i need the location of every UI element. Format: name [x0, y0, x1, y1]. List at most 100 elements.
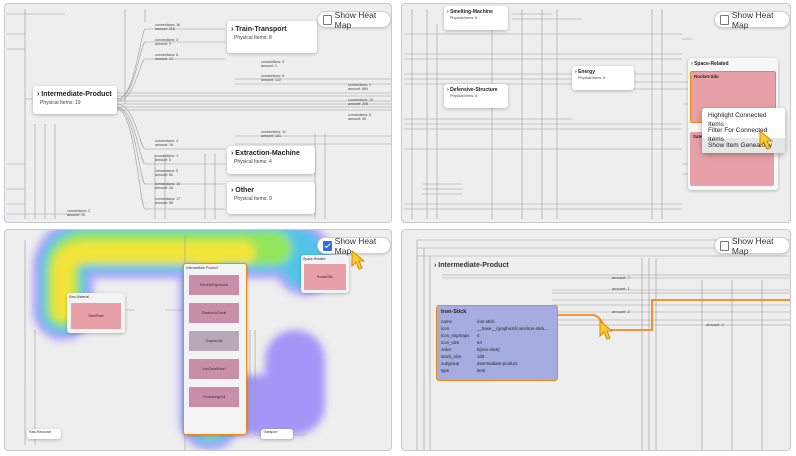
- edge-label: amount: 2: [706, 322, 724, 327]
- node-title: Raw-Resource: [29, 430, 52, 434]
- property-value: iron-stick: [477, 319, 495, 324]
- wires: [404, 9, 692, 219]
- property-value: b[iron-stick]: [477, 347, 500, 352]
- card-title: Iron-Stick: [441, 309, 467, 315]
- group-title: Space-Related: [694, 61, 729, 67]
- group-space-related[interactable]: Space-Related RocketSilo: [301, 255, 349, 293]
- property-row: icon __base__/graphics/icons/iron-stick..…: [441, 325, 553, 332]
- card-title: IronGearWheel: [202, 367, 226, 371]
- group-title: Intermediate-Product: [438, 262, 509, 269]
- property-key: icon: [441, 326, 450, 331]
- property-value: 4: [477, 333, 480, 338]
- card-title: ElectronicCircuit: [201, 311, 227, 315]
- group-title: Intermediate-Product: [186, 266, 218, 270]
- heatmap-label: Show Heat Map: [731, 235, 774, 256]
- panel-category-graph: Show Heat Map › Intermediate-Product Phy…: [4, 3, 392, 223]
- menu-filter-connected[interactable]: Filter For Connected Items: [708, 127, 768, 143]
- property-key: type: [441, 368, 450, 373]
- card-rocket-silo[interactable]: RocketSilo: [304, 264, 346, 290]
- property-row: name iron-stick: [441, 318, 553, 325]
- node-other[interactable]: › Other Physical Items: 9: [227, 182, 315, 214]
- card-iron-stick[interactable]: Iron-Stick name iron-stick icon __base__/gr…: [436, 305, 558, 381]
- card-title: ElectricEngineUnit: [200, 283, 228, 287]
- node-train-transport[interactable]: › Train-Transport Physical Items: 8: [227, 21, 317, 53]
- node-title: Defensive-Structure: [450, 87, 498, 93]
- edge-label: amount: 1: [612, 286, 630, 291]
- node-title: Intermediate-Product: [41, 91, 112, 98]
- card-title: SteelPlate: [88, 314, 104, 318]
- node-sub: Physical Items: 8: [578, 76, 606, 80]
- node-intermediate-product[interactable]: › Intermediate-Product Physical Items: 1…: [33, 86, 117, 114]
- node-title: Energy: [578, 69, 596, 75]
- node-sub: Physical Items: 8: [450, 94, 478, 98]
- heatmap-toggle[interactable]: Show Heat Map: [317, 235, 391, 256]
- heatmap-toggle[interactable]: Show Heat Map: [714, 235, 790, 256]
- card-engine-unit[interactable]: EngineUnit: [189, 331, 239, 351]
- node-sub: Physical Items: 8: [234, 35, 272, 41]
- card-title: RocketSilo: [316, 275, 334, 279]
- card-title: ProcessingUnit: [202, 395, 226, 399]
- node-title: Extraction-Machine: [235, 150, 300, 157]
- group-title: Space-Related: [303, 257, 326, 261]
- node-energy[interactable]: › Energy Physical Items: 8: [572, 66, 634, 90]
- menu-highlight-connected[interactable]: Highlight Connected Items: [708, 112, 767, 128]
- node-transport[interactable]: Transport: [261, 429, 293, 439]
- edge-label: amount: 7: [612, 275, 630, 280]
- edge-label: amount: 2: [612, 309, 630, 314]
- heatmap-checkbox[interactable]: [323, 240, 332, 251]
- card-processing-unit[interactable]: ProcessingUnit: [189, 387, 239, 407]
- card-stack: ElectricEngineUnit ElectronicCircuit Eng…: [189, 275, 239, 407]
- card-electric-engine[interactable]: ElectricEngineUnit: [189, 275, 239, 295]
- heatmap-toggle[interactable]: Show Heat Map: [714, 10, 790, 30]
- node-raw-resource[interactable]: Raw-Resource: [27, 429, 61, 439]
- node-sub: Physical Items: 19: [40, 100, 81, 106]
- node-extraction-machine[interactable]: › Extraction-Machine Physical Items: 4: [227, 146, 315, 174]
- panel-item-detail: Show Heat Map › Intermediate-Product amo…: [401, 229, 791, 451]
- card-title: Sate: [693, 134, 703, 139]
- cursor-icon: [759, 130, 774, 150]
- node-defensive-structure[interactable]: › Defensive-Structure Physical Items: 8: [444, 84, 508, 108]
- property-key: subgroup: [441, 361, 460, 366]
- property-key: stack_size: [441, 354, 462, 359]
- node-sub: Physical Items: 9: [234, 196, 272, 202]
- cursor-icon: [351, 250, 366, 270]
- group-header[interactable]: › Intermediate-Product: [434, 262, 509, 269]
- card-steel-plate[interactable]: SteelPlate: [71, 303, 121, 329]
- property-key: name: [441, 319, 452, 324]
- property-value: 64: [477, 340, 482, 345]
- property-value: __base__/graphics/icons/iron-stick...: [477, 326, 549, 331]
- card-title: EngineUnit: [205, 339, 223, 343]
- node-sub: Physical Items: 6: [450, 16, 478, 20]
- node-smelting-machine[interactable]: › Smelting-Machine Physical Items: 6: [444, 6, 508, 30]
- node-raw-material[interactable]: Raw-Material SteelPlate: [67, 293, 125, 333]
- heatmap-label: Show Heat Map: [334, 235, 377, 256]
- property-value: 100: [477, 354, 485, 359]
- property-row: stack_size 100: [441, 353, 553, 360]
- wires: [416, 239, 790, 450]
- property-key: icon_mipmaps: [441, 333, 470, 338]
- card-title: Rocket-Silo: [694, 74, 719, 79]
- node-title: Transport: [263, 430, 278, 434]
- node-sub: Physical Items: 4: [234, 159, 272, 165]
- card-electronic-circuit[interactable]: ElectronicCircuit: [189, 303, 239, 323]
- card-iron-gear[interactable]: IronGearWheel: [189, 359, 239, 379]
- heatmap-checkbox[interactable]: [323, 14, 332, 25]
- heatmap-checkbox[interactable]: [720, 240, 729, 251]
- cursor-icon: [599, 320, 614, 340]
- heatmap-checkbox[interactable]: [720, 14, 729, 25]
- panel-context-menu: Show Heat Map › Smelting-Machine Physica…: [401, 3, 791, 223]
- heatmap-toggle[interactable]: Show Heat Map: [317, 10, 391, 30]
